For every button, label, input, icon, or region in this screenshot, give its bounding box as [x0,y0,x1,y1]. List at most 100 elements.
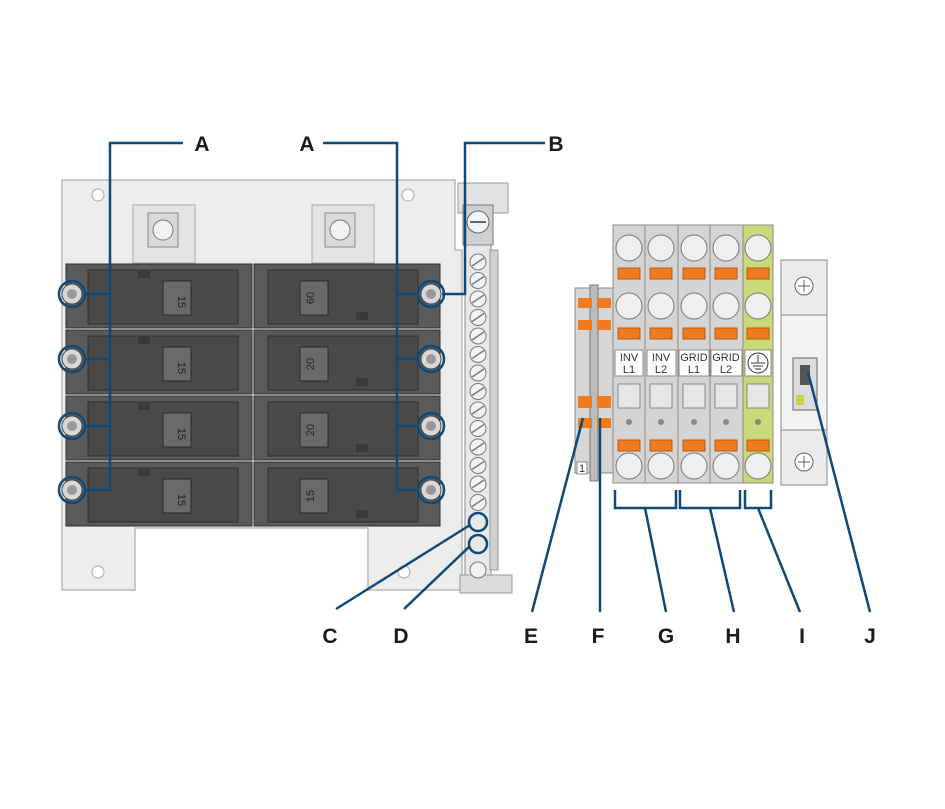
terminal-lever [617,439,641,452]
terminal-lever [617,267,641,280]
breaker-screws-right [420,283,442,501]
leader-j [806,371,872,613]
terminal-clamp [615,234,643,262]
callout-i: I [799,625,805,648]
bus-screw-slot [471,349,485,360]
breaker-column-right: 60 20 20 15 [253,263,441,527]
breaker-screws-left [61,283,83,501]
terminal-clamp [615,292,643,320]
bus-screw-slot [471,257,485,267]
callout-labels: A A B C D E F G H I J [194,133,875,648]
terminal-clamp [744,234,772,262]
terminal-cells [615,234,772,480]
terminal-clamp [744,452,772,480]
terminal-test-slot [682,383,706,409]
terminal-clamp [712,234,740,262]
leader-lines [84,141,872,613]
terminal-test-point [658,419,664,425]
callout-j: J [864,625,876,648]
terminal-test-point [626,419,632,425]
leader-e [530,417,585,613]
bus-screw-slot [471,497,485,508]
breaker-left-4-rating: 15 [175,494,187,506]
callout-c: C [322,625,337,648]
terminal-clamp [647,452,675,480]
terminal-lever [746,327,770,340]
bus-bar-bottom-screw [469,561,487,579]
leader-g [613,490,678,613]
label-grid-l1-top: GRID [680,352,708,364]
callout-e: E [524,625,538,648]
bus-screw-slot [471,275,485,286]
bus-bar-screws [469,253,487,511]
label-inv-l2-top: INV [652,352,671,364]
bus-screw-slot [471,294,485,304]
breaker-left-3-rating: 15 [175,428,187,440]
terminal-lever [682,267,706,280]
terminal-test-slot [649,383,673,409]
terminal-lever [649,439,673,452]
leader-b [442,141,545,296]
bus-bar-foot [459,574,513,594]
ground-symbol-icon [744,349,772,377]
mounting-hole-tl [91,188,105,202]
bus-screw-slot [471,442,485,452]
callout-b: B [548,133,563,156]
bus-screw-slot [471,331,485,341]
small-block-number: 1 [579,463,585,475]
callout-a-right: A [299,133,314,156]
label-inv-l2-bottom: L2 [655,364,667,376]
breaker-panel: 15 15 15 15 60 [61,179,513,594]
bus-screw-slot [471,386,485,397]
leader-a-right [323,141,399,490]
callout-h: H [725,625,740,648]
terminal-test-point [723,419,729,425]
terminal-lever [682,327,706,340]
leader-a-left [108,141,183,490]
terminal-clamp [647,234,675,262]
leader-c [335,523,471,611]
terminal-clamp [680,452,708,480]
breaker-right-1-rating: 60 [305,292,317,304]
mounting-hole-bl [91,565,105,579]
bus-screw-slot [471,460,485,471]
breaker-column-left: 15 15 15 15 [65,263,253,527]
terminal-test-point [755,419,761,425]
terminal-lever [746,267,770,280]
terminal-clamp [647,292,675,320]
bus-screw-slot [471,368,485,378]
label-grid-l2-bottom: L2 [720,364,732,376]
terminal-label-tags: INV L1 INV L2 GRID L1 GRID L2 [614,349,772,377]
terminal-lever [617,327,641,340]
label-inv-l1-bottom: L1 [623,364,635,376]
din-circuit-breaker [780,259,828,486]
bus-screw-slot [471,312,485,323]
terminal-clamp [680,292,708,320]
terminal-lever [682,439,706,452]
breaker-right-4-rating: 15 [305,490,317,502]
terminal-strip: 1 INV L1 INV L2 GRID L1 GRID L2 [574,224,828,486]
terminal-lever [714,267,738,280]
top-bracket-right [311,204,375,264]
terminal-test-point [691,419,697,425]
leader-h [678,490,742,613]
leader-d [403,545,471,610]
terminal-lever [649,267,673,280]
label-grid-l2-top: GRID [712,352,740,364]
terminal-test-slot [617,383,641,409]
terminal-lever [714,327,738,340]
bus-screw-slot [471,479,485,489]
mounting-hole-tr [401,188,415,202]
terminal-lever [746,439,770,452]
terminal-test-slot [714,383,738,409]
terminal-lever [714,439,738,452]
callout-a-left: A [194,133,209,156]
breaker-left-2-rating: 15 [175,362,187,374]
bus-screw-slot [471,423,485,434]
breaker-left-1-rating: 15 [175,296,187,308]
callout-d: D [393,625,408,648]
small-terminal-block: 1 [574,284,614,482]
terminal-clamp [615,452,643,480]
terminal-clamp [680,234,708,262]
terminal-clamp [712,292,740,320]
